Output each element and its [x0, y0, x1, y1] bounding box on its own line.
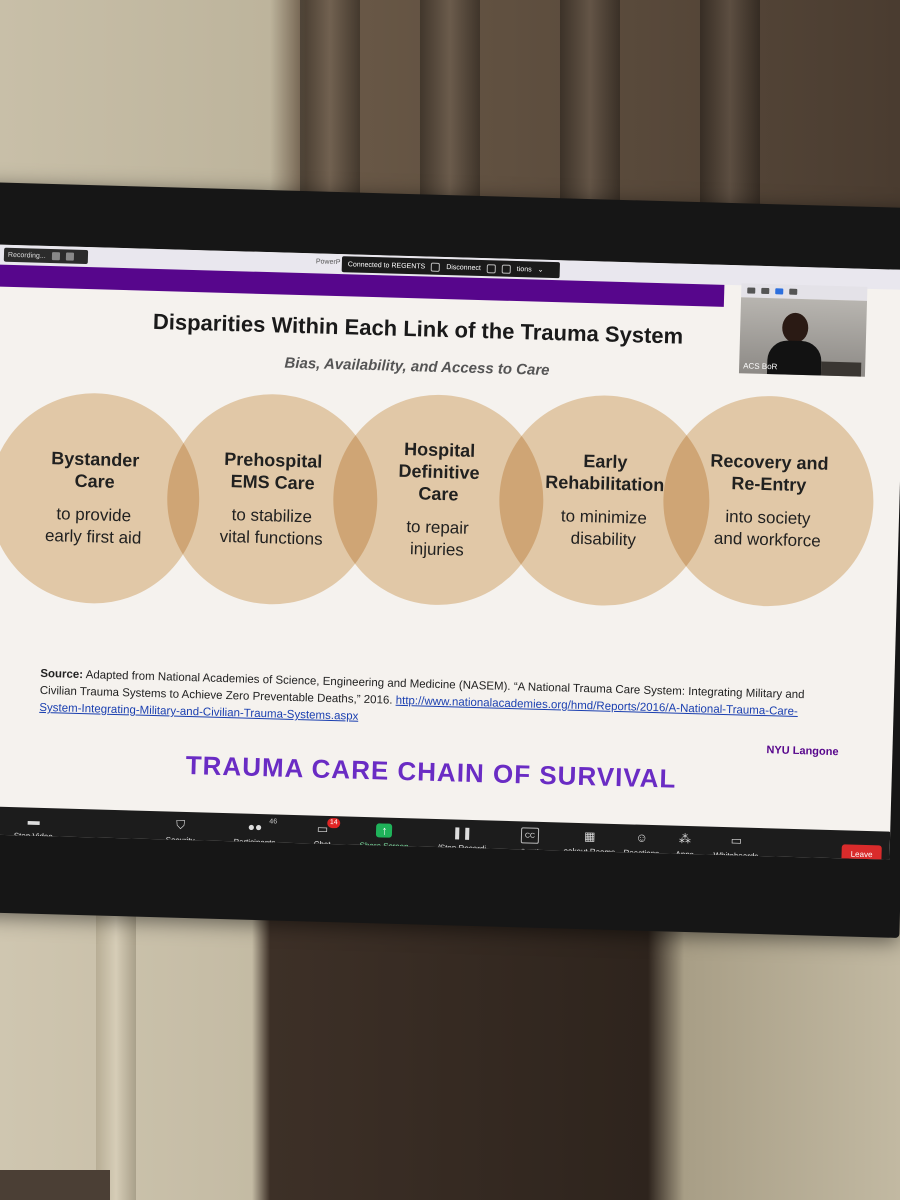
chat-label: Chat	[313, 839, 331, 850]
podium	[820, 361, 862, 377]
breakout-label: eakout Rooms	[563, 846, 616, 857]
tv-monitor: Recording... PowerP Connected to REGENTS…	[0, 182, 900, 938]
stop-video-label: Stop Video	[13, 831, 53, 842]
participants-button[interactable]: ●●46 Participants	[233, 818, 278, 848]
captions-button[interactable]: CC ow Captions	[507, 827, 552, 857]
video-camera-icon: ▬	[27, 813, 40, 828]
grid-icon[interactable]	[789, 288, 798, 295]
tv-screen: Recording... PowerP Connected to REGENTS…	[0, 244, 900, 860]
circle-description: to minimize disability	[560, 506, 648, 550]
trauma-chain-circles: Bystander Care to provide early first ai…	[0, 384, 900, 649]
wall-pillar	[96, 880, 136, 1200]
disconnect-icon[interactable]	[431, 262, 441, 272]
circle-heading: Prehospital EMS Care	[224, 448, 323, 494]
recording-indicator: Recording...	[3, 247, 89, 265]
whiteboards-label: Whiteboards	[713, 850, 759, 860]
apps-label: Apps	[675, 849, 694, 860]
app-name: PowerP	[315, 258, 341, 267]
stop-recording-label: /Stop Recordi	[437, 843, 487, 854]
reactions-label: Reactions	[623, 848, 660, 859]
chat-button[interactable]: ▭14 Chat	[313, 817, 341, 850]
circle-description: to stabilize vital functions	[219, 505, 323, 549]
leave-button[interactable]: Leave	[841, 844, 882, 860]
breakout-rooms-button[interactable]: ▦ eakout Rooms	[563, 829, 615, 857]
stop-video-button[interactable]: ▬ Stop Video	[13, 813, 54, 842]
pause-stop-icon: ❚❚	[452, 825, 473, 840]
source-citation: Source: Adapted from National Academies …	[39, 666, 830, 739]
curtain-fold	[700, 0, 760, 240]
whiteboards-button[interactable]: ▭ Whiteboards	[713, 833, 759, 860]
circle-heading: Bystander Care	[51, 448, 140, 492]
people-icon: ●●46	[247, 818, 278, 835]
thumbnail-name: ACS BoR	[743, 361, 778, 372]
pin-icon[interactable]	[501, 264, 511, 274]
security-label: Security	[165, 835, 195, 846]
share-screen-icon: ↑	[376, 823, 393, 838]
share-screen-button[interactable]: ↑ Share Screen	[360, 823, 410, 851]
chat-unread-badge: 14	[326, 817, 341, 829]
closed-captions-icon: CC	[520, 827, 540, 844]
share-screen-label: Share Screen	[359, 840, 409, 852]
reactions-button[interactable]: ☺ Reactions	[623, 830, 660, 859]
apps-button[interactable]: ⁂ Apps	[675, 832, 694, 859]
zoom-toolbar: ◠ udio ▬ Stop Video ⛉ Security ●●46 Part…	[0, 806, 891, 860]
layout-icon[interactable]	[761, 287, 770, 295]
chevron-down-icon[interactable]: ⌄	[537, 266, 544, 274]
recording-label: Recording...	[7, 251, 46, 260]
shield-icon: ⛉	[175, 817, 186, 832]
slide-title: Disparities Within Each Link of the Trau…	[152, 308, 684, 349]
smiley-icon: ☺	[635, 830, 649, 845]
stop-recording-button[interactable]: ❚❚ /Stop Recordi	[437, 825, 486, 853]
disconnect-button[interactable]: Disconnect	[446, 263, 481, 272]
circle-recovery-reentry: Recovery and Re-Entry into society and w…	[660, 393, 877, 610]
stop-icon[interactable]	[65, 252, 74, 261]
circle-heading: Hospital Definitive Care	[398, 438, 480, 505]
chat-bubble-icon: ▭14	[314, 817, 341, 836]
next-slide-title-peek: TRAUMA CARE CHAIN OF SURVIVAL	[185, 749, 677, 794]
circle-description: to provide early first aid	[44, 504, 142, 548]
circle-description: into society and workforce	[713, 506, 821, 551]
circle-heading: Early Rehabilitation	[545, 450, 665, 496]
minimize-icon[interactable]	[747, 287, 756, 294]
speaker-head	[781, 312, 809, 344]
circle-description: to repair injuries	[406, 517, 469, 560]
source-label: Source:	[40, 667, 84, 682]
security-button[interactable]: ⛉ Security	[166, 817, 196, 845]
apps-icon: ⁂	[678, 831, 692, 847]
gallery-icon[interactable]	[775, 288, 784, 295]
circle-heading: Recovery and Re-Entry	[710, 450, 829, 496]
breakout-grid-icon: ▦	[583, 829, 596, 844]
speaker-video-thumbnail[interactable]: ACS BoR	[738, 297, 868, 377]
floor-shadow	[0, 1170, 110, 1200]
nyu-langone-logo: NYU Langone	[766, 744, 839, 759]
captions-label: ow Captions	[507, 846, 552, 858]
connected-label: Connected to REGENTS	[347, 260, 426, 270]
participants-count: 46	[269, 818, 278, 826]
options-button[interactable]: tions	[516, 265, 532, 273]
participants-label: Participants	[233, 837, 276, 848]
slide-subtitle: Bias, Availability, and Access to Care	[284, 354, 550, 379]
whiteboard-icon: ▭	[730, 833, 743, 848]
pause-icon[interactable]	[51, 252, 60, 261]
settings-icon[interactable]	[486, 263, 496, 273]
